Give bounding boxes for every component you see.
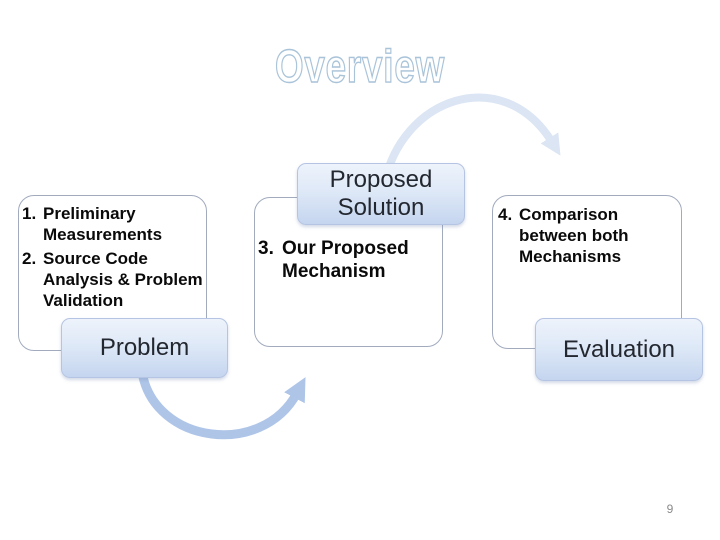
- list-item: 1. Preliminary Measurements: [22, 203, 204, 245]
- list-item-line: between both: [519, 226, 629, 245]
- curved-arrow-top-icon: [380, 93, 561, 187]
- list-item-number: 4.: [498, 205, 513, 224]
- list-item: 2. Source Code Analysis & Problem Valida…: [22, 248, 204, 311]
- list-item-line: Preliminary: [43, 204, 136, 223]
- list-item-line: Measurements: [43, 225, 163, 244]
- panel-problem-content: 1. Preliminary Measurements 2. Source Co…: [19, 196, 206, 311]
- list-item-text: Comparison between both Mechanisms: [519, 204, 679, 267]
- stage-label-proposed-solution: Proposed Solution: [297, 163, 465, 225]
- panel-proposed-solution-content: 3. Our Proposed Mechanism: [255, 198, 442, 283]
- list-item-line: Mechanism: [282, 261, 386, 282]
- stage-label-problem: Problem: [61, 318, 228, 378]
- list-item-line: Analysis & Problem: [43, 270, 203, 289]
- panel-problem: 1. Preliminary Measurements 2. Source Co…: [18, 195, 207, 351]
- list-item-text: Our Proposed Mechanism: [282, 237, 440, 283]
- list-item-line: Comparison: [519, 205, 619, 224]
- list-item: 3. Our Proposed Mechanism: [258, 237, 440, 283]
- list-item-number: 1.: [22, 204, 37, 223]
- curved-arrow-bottom-icon: [137, 371, 306, 440]
- list-item-text: Preliminary Measurements: [43, 203, 204, 245]
- page-number: 9: [666, 502, 674, 516]
- slide-title: Overview: [274, 39, 446, 92]
- stage-label-evaluation: Evaluation: [535, 318, 703, 381]
- list-item-number: 3.: [258, 238, 274, 259]
- list-item-line: Our Proposed: [282, 238, 409, 259]
- panel-evaluation-content: 4. Comparison between both Mechanisms: [493, 196, 681, 267]
- stage-label-text-line: Solution: [337, 194, 425, 221]
- list-item: 4. Comparison between both Mechanisms: [498, 204, 679, 267]
- list-item-line: Validation: [43, 291, 124, 310]
- stage-label-text: Evaluation: [562, 335, 676, 363]
- list-item-number: 2.: [22, 249, 37, 268]
- list-item-text: Source Code Analysis & Problem Validatio…: [43, 248, 204, 311]
- list-item-line: Source Code: [43, 249, 148, 268]
- stage-label-text: Problem: [99, 334, 190, 361]
- stage-label-text-line: Proposed: [329, 166, 433, 193]
- list-item-line: Mechanisms: [519, 247, 622, 266]
